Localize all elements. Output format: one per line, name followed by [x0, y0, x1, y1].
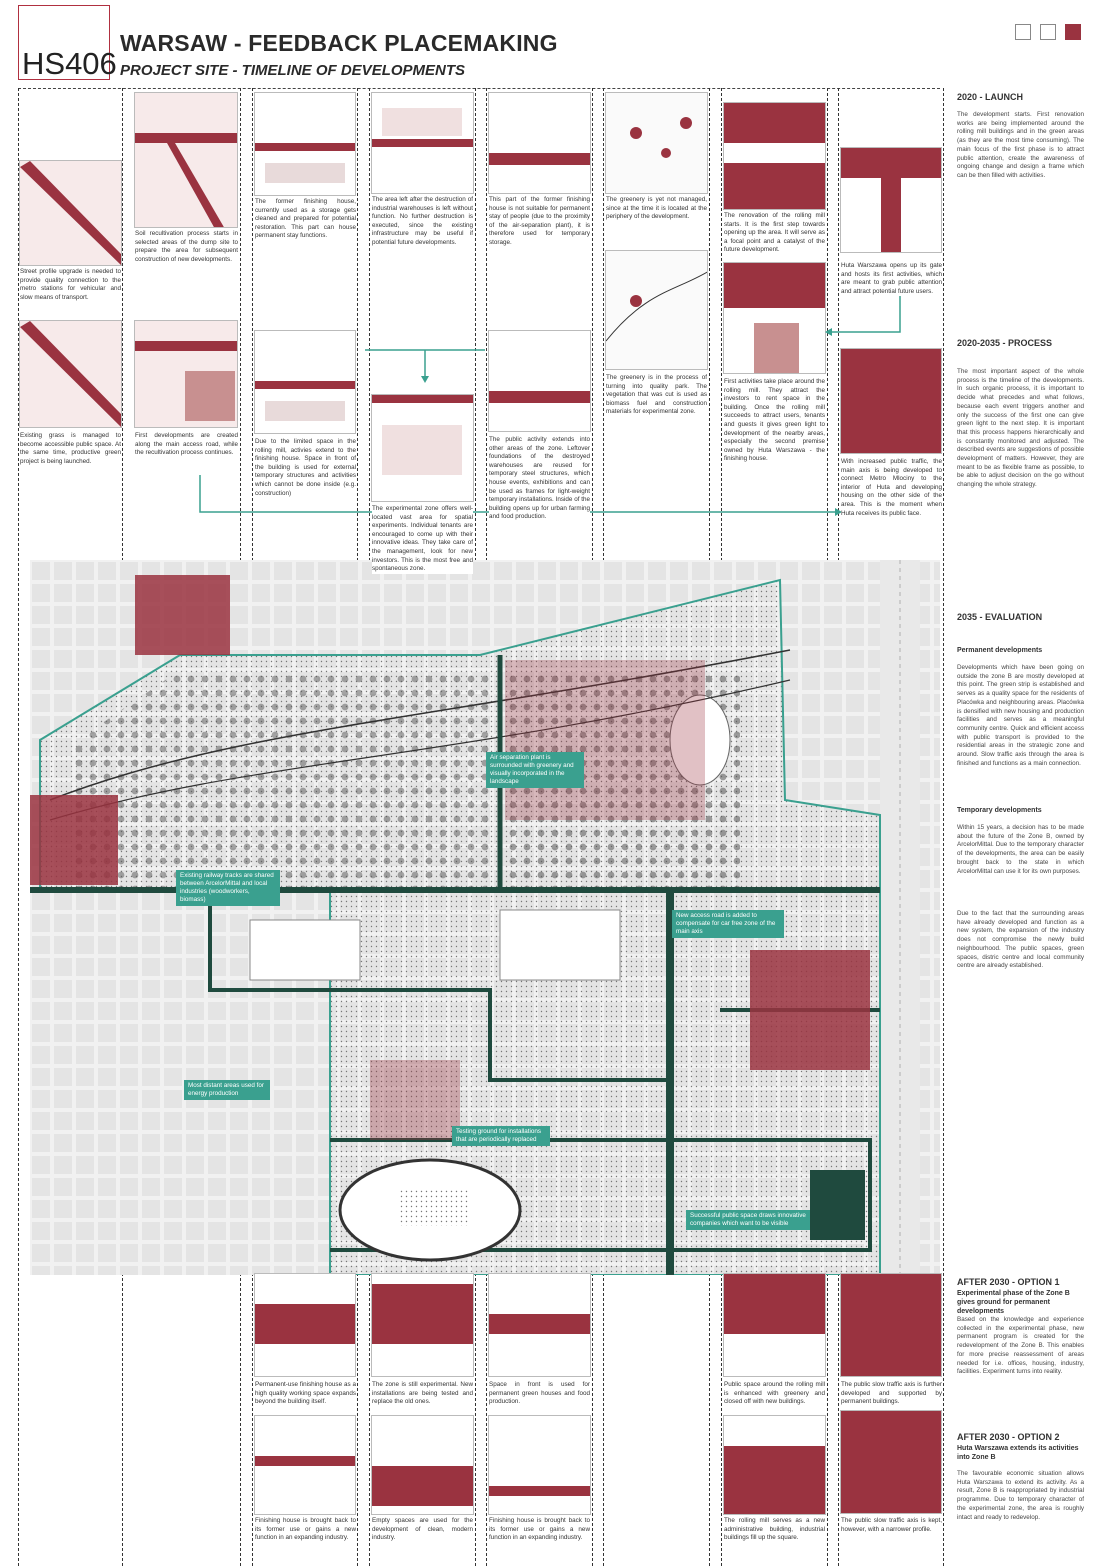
column-divider — [18, 88, 19, 1566]
option2-subheading: Huta Warszawa extends its activities int… — [957, 1445, 1079, 1461]
note-text: Soil recultivation process starts in sel… — [135, 230, 238, 265]
stage-thumbnail — [134, 320, 238, 428]
evaluation-text-temporary: Within 15 years, a decision has to be ma… — [957, 824, 1084, 875]
stage-thumbnail — [723, 1273, 826, 1377]
note-text: Due to the limited space in the rolling … — [255, 438, 356, 499]
evaluation-subheading-temporary: Temporary developments — [957, 807, 1042, 814]
note-text: Empty spaces are used for the developmen… — [372, 1517, 473, 1543]
stage-thumbnail — [488, 92, 591, 194]
option1-text: Based on the knowledge and experience co… — [957, 1316, 1084, 1376]
note-text: Existing grass is managed to become acce… — [20, 432, 121, 467]
stage-thumbnail — [488, 330, 591, 432]
page-subtitle: PROJECT SITE - TIMELINE OF DEVELOPMENTS — [120, 62, 466, 79]
note-text: The public activity extends into other a… — [489, 436, 590, 522]
note-text: The greenery is in the process of turnin… — [606, 374, 707, 417]
note-text: The experimental zone offers well-locate… — [372, 505, 473, 574]
note-text: The public slow traffic axis is further … — [841, 1381, 942, 1407]
map-callout: Successful public space draws innovative… — [686, 1210, 810, 1230]
option2-text: The favourable economic situation allows… — [957, 1470, 1084, 1521]
map-callout: Testing ground for installations that ar… — [452, 1126, 550, 1146]
note-text: The area left after the destruction of i… — [372, 196, 473, 248]
note-text: The renovation of the rolling mill start… — [724, 212, 825, 255]
page-indicator-2 — [1040, 24, 1056, 40]
phase-heading-launch: 2020 - LAUNCH — [957, 92, 1024, 102]
stage-thumbnail — [371, 1415, 474, 1515]
note-text: Finishing house is brought back to its f… — [255, 1517, 356, 1543]
phase-heading-option2: AFTER 2030 - OPTION 2 — [957, 1432, 1060, 1442]
note-text: First activities take place around the r… — [724, 378, 825, 464]
note-text: Street profile upgrade is needed to prov… — [20, 268, 121, 303]
stage-thumbnail — [840, 1273, 942, 1377]
note-text: With increased public traffic, the main … — [841, 458, 942, 519]
stage-thumbnail — [488, 1415, 591, 1515]
note-text: The greenery is yet not managed, since a… — [606, 196, 707, 222]
stage-thumbnail — [254, 330, 356, 434]
map-callout: Existing railway tracks are shared betwe… — [176, 870, 280, 906]
stage-thumbnail — [371, 1273, 474, 1377]
project-code: HS406 — [22, 46, 117, 81]
note-text: Space in front is used for permanent gre… — [489, 1381, 590, 1407]
option1-subheading: Experimental phase of the Zone B gives g… — [957, 1290, 1070, 1315]
note-text: The former finishing house, currently us… — [255, 198, 356, 241]
note-text: The rolling mill serves as a new adminis… — [724, 1517, 825, 1543]
stage-thumbnail — [605, 250, 708, 370]
page-title: WARSAW - FEEDBACK PLACEMAKING — [120, 30, 558, 56]
stage-thumbnail — [723, 102, 826, 210]
site-plan-map — [30, 560, 940, 1275]
note-text: The zone is still experimental. New inst… — [372, 1381, 473, 1407]
stage-thumbnail — [19, 160, 122, 266]
phase-text-launch: The development starts. First renovation… — [957, 111, 1084, 179]
evaluation-text-permanent: Developments which have been going on ou… — [957, 664, 1084, 767]
note-text: This part of the former finishing house … — [489, 196, 590, 248]
stage-thumbnail — [840, 147, 942, 253]
stage-thumbnail — [254, 1273, 356, 1377]
stage-thumbnail — [840, 1410, 942, 1514]
note-text: First developments are created along the… — [135, 432, 238, 458]
map-callout: Most distant areas used for energy produ… — [184, 1080, 270, 1100]
code-frame — [18, 5, 110, 80]
stage-thumbnail — [19, 320, 122, 428]
stage-thumbnail — [134, 92, 238, 228]
phase-heading-option1: AFTER 2030 - OPTION 1 — [957, 1277, 1060, 1287]
note-text: Public space around the rolling mill is … — [724, 1381, 825, 1407]
stage-thumbnail — [605, 92, 708, 194]
page-indicator-3-active — [1065, 24, 1081, 40]
timeline-top-line — [18, 88, 940, 89]
column-divider — [943, 88, 944, 1566]
stage-thumbnail — [371, 92, 474, 194]
phase-text-process: The most important aspect of the whole p… — [957, 368, 1084, 489]
note-text: Huta Warszawa opens up its gate and host… — [841, 262, 942, 297]
phase-heading-evaluation: 2035 - EVALUATION — [957, 612, 1043, 622]
map-callout: New access road is added to compensate f… — [672, 910, 784, 938]
stage-thumbnail — [371, 394, 474, 502]
stage-thumbnail — [254, 1415, 356, 1515]
evaluation-text-extra: Due to the fact that the surrounding are… — [957, 910, 1084, 970]
stage-thumbnail — [723, 1415, 826, 1515]
note-text: The public slow traffic axis is kept, ho… — [841, 1517, 942, 1535]
stage-thumbnail — [840, 348, 942, 454]
map-callout: Air separation plant is surrounded with … — [486, 752, 584, 788]
stage-thumbnail — [723, 262, 826, 374]
phase-heading-process: 2020-2035 - PROCESS — [957, 338, 1053, 348]
evaluation-subheading-permanent: Permanent developments — [957, 647, 1043, 654]
page-indicator-1 — [1015, 24, 1031, 40]
note-text: Finishing house is brought back to its f… — [489, 1517, 590, 1543]
note-text: Permanent-use finishing house as a high … — [255, 1381, 356, 1407]
stage-thumbnail — [254, 92, 356, 196]
stage-thumbnail — [488, 1273, 591, 1377]
